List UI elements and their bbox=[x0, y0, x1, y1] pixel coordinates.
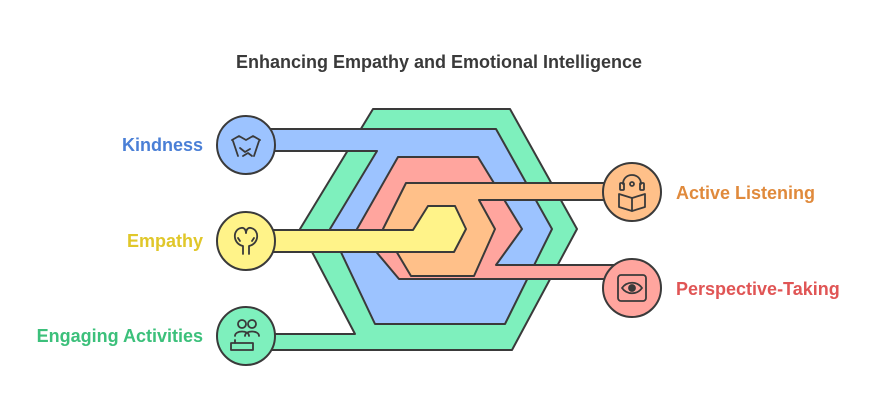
handshake-icon bbox=[231, 135, 261, 157]
label-empathy: Empathy bbox=[127, 231, 203, 251]
label-kindness: Kindness bbox=[122, 135, 203, 155]
band-empathy bbox=[247, 205, 467, 253]
node-empathy bbox=[216, 211, 276, 271]
node-kindness bbox=[216, 115, 276, 175]
label-active-listening: Active Listening bbox=[676, 183, 815, 203]
eye-icon bbox=[617, 274, 647, 302]
two-heads-icon bbox=[233, 226, 259, 255]
node-active-listening bbox=[602, 162, 662, 222]
node-engaging-activities bbox=[216, 306, 276, 366]
headphones-book-icon bbox=[618, 174, 646, 212]
people-activity-icon bbox=[230, 319, 260, 351]
label-perspective-taking: Perspective-Taking bbox=[676, 279, 840, 299]
label-engaging-activities: Engaging Activities bbox=[37, 326, 203, 346]
diagram-title: Enhancing Empathy and Emotional Intellig… bbox=[236, 52, 642, 72]
